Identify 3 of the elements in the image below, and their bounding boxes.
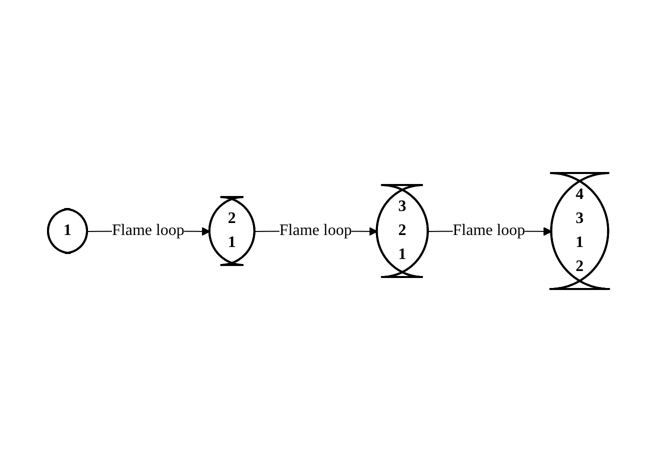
edge-label: Flame loop (279, 221, 352, 238)
edge-label: Flame loop (452, 221, 526, 238)
edge-label: Flame loop (112, 221, 184, 238)
